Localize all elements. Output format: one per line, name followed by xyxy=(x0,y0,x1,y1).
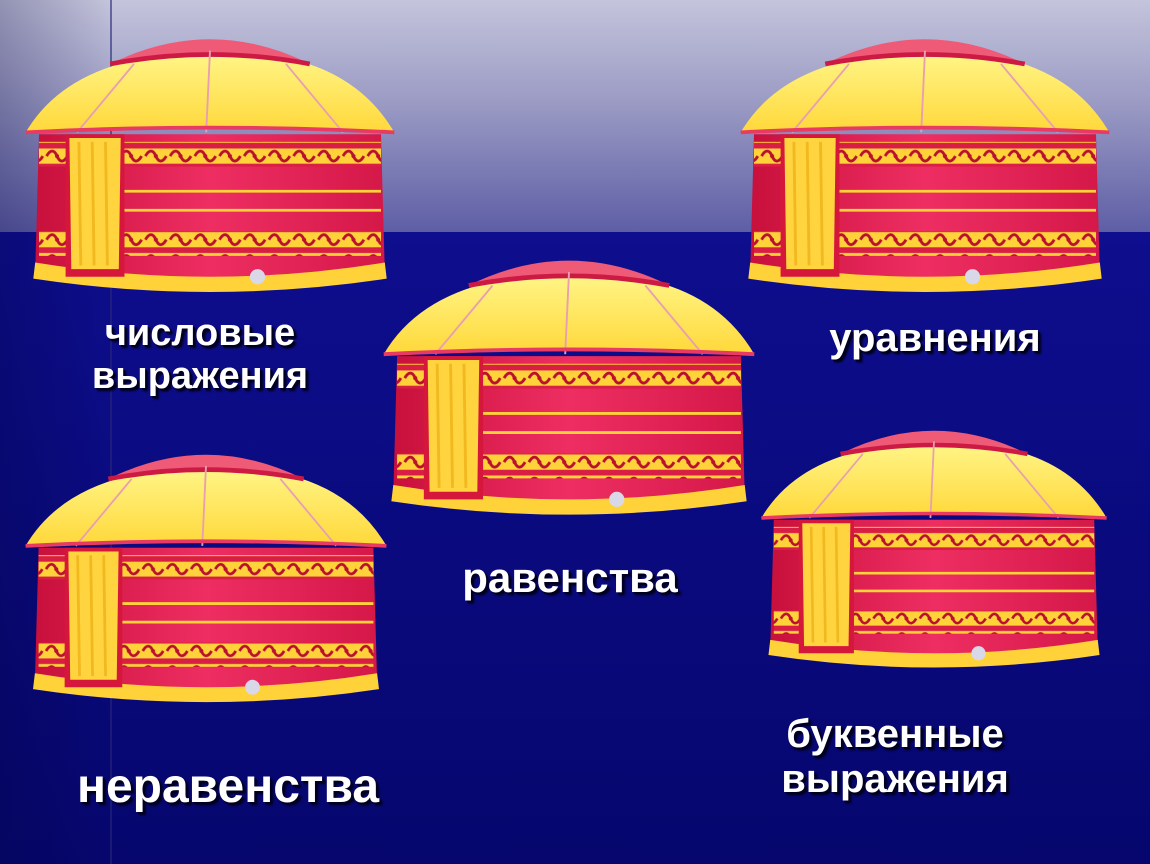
label-letter-expressions: буквенные выражения xyxy=(740,712,1050,802)
label-equalities: равенства xyxy=(462,554,678,601)
background-divider-line xyxy=(110,0,112,864)
label-numeric-expressions-line2: выражения xyxy=(91,354,309,397)
yurt-image-center xyxy=(378,240,760,520)
yurt-image-bottom-left xyxy=(20,436,392,706)
label-letter-expressions-line1: буквенные xyxy=(786,712,1004,756)
yurt-image-bottom-right xyxy=(756,412,1112,672)
yurt-image-top-left xyxy=(20,20,400,296)
label-letter-expressions-line2: выражения xyxy=(781,756,1009,801)
label-numeric-expressions: числовые выражения xyxy=(40,312,360,397)
label-numeric-expressions-line1: числовые xyxy=(104,312,296,354)
label-inequalities: неравенства xyxy=(76,760,380,813)
label-equations: уравнения xyxy=(829,316,1041,360)
yurt-image-top-right xyxy=(735,20,1115,296)
